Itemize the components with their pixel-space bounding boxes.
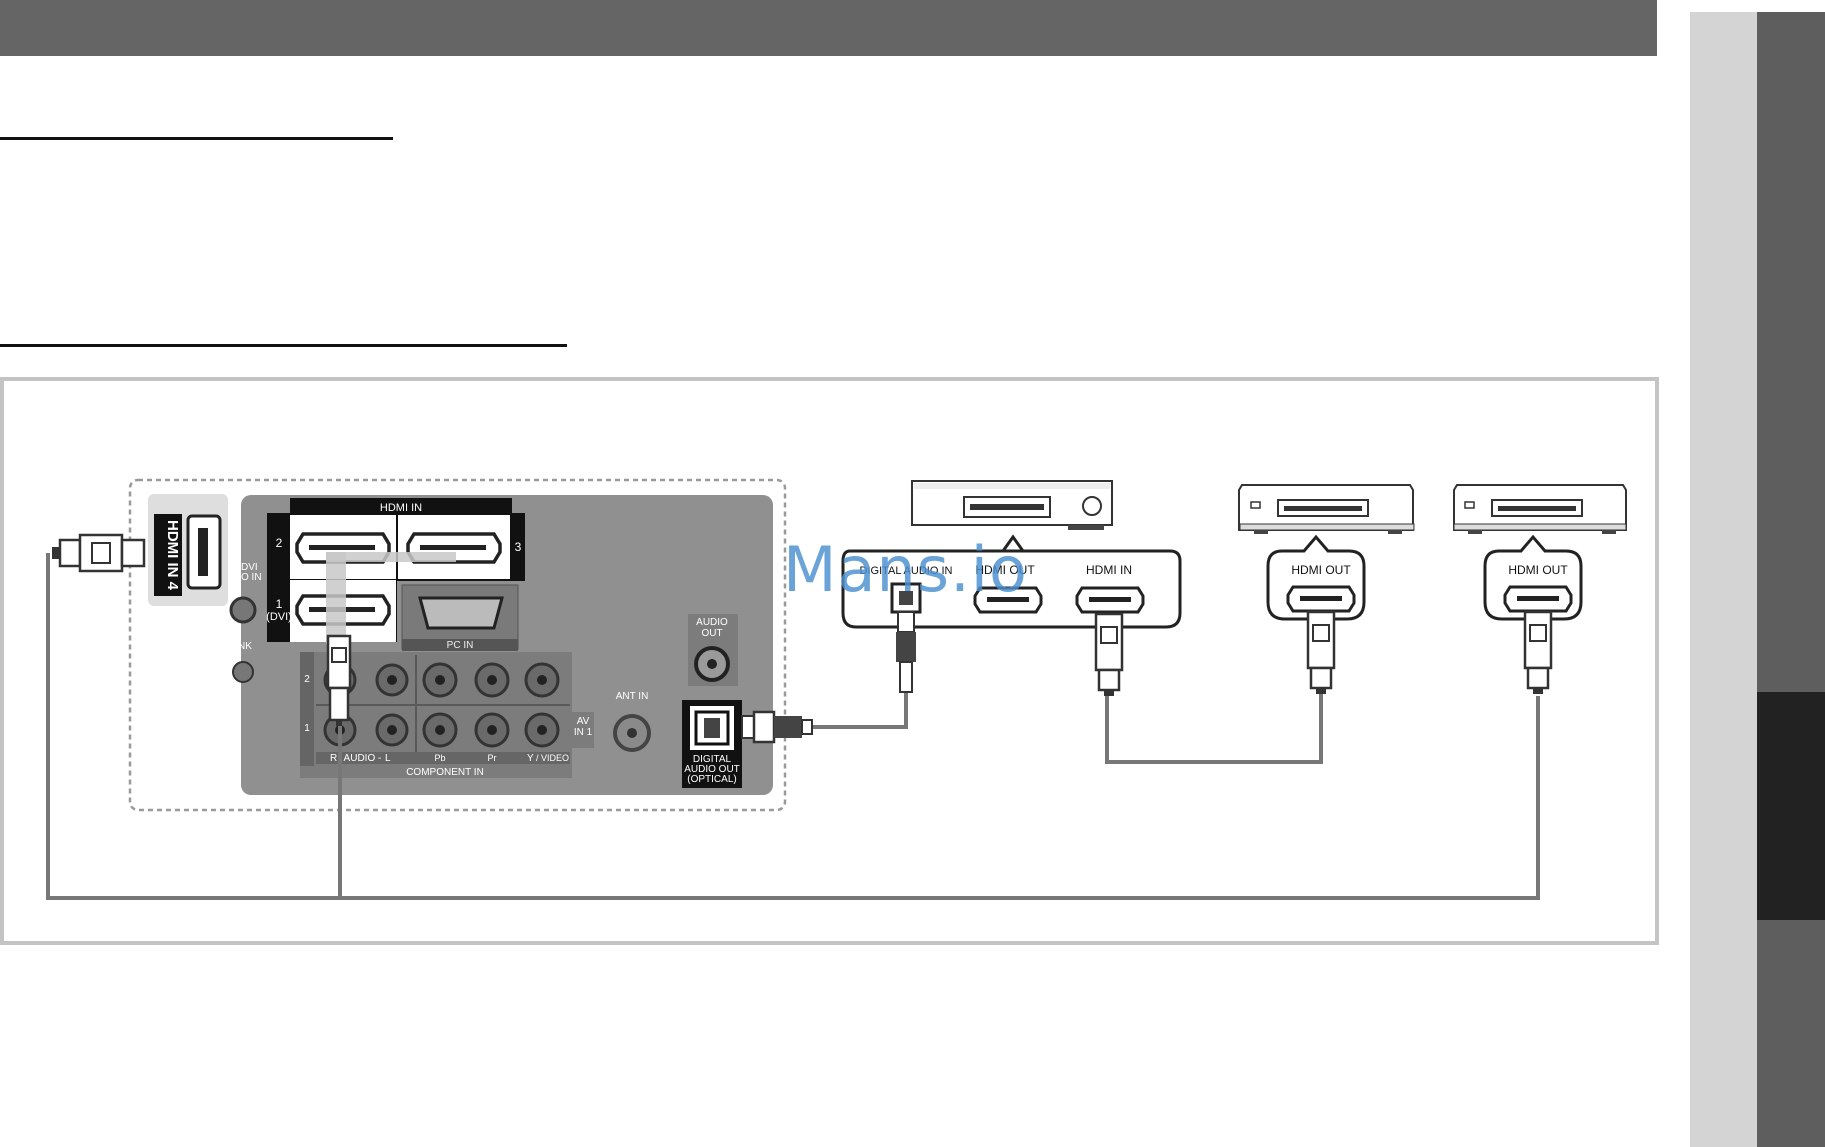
hdmi-plug [1094,612,1124,696]
cable-highlight [326,552,346,644]
diagram-canvas: HDMI IN 4 HDMI IN 2 3 1 (DVI) DVI O IN N… [46,478,1627,900]
hdmi-plug [1523,610,1553,694]
optical-plug [896,611,916,693]
cable-highlight [326,552,456,562]
receiver-callout [841,534,1182,629]
hdmi-port-3-label: 3 [515,540,522,554]
device-3-callout [1483,534,1583,621]
ex-link-jack [232,661,254,683]
optical-in-slot [899,591,913,605]
av-receiver [911,480,1113,530]
digital-audio-out-label: DIGITAL [693,754,732,765]
connection-diagram: HDMI IN 4 HDMI IN 2 3 1 (DVI) DVI O IN N… [0,377,1659,945]
y-label: Y [527,753,534,764]
blu-ray-player [1238,484,1415,534]
hdmi-port-slot [420,545,486,550]
header-bar [0,0,1657,56]
audio-label: - AUDIO - [338,753,381,764]
hdmi-port-shape [1503,585,1573,613]
pc-in-label: PC IN [447,640,474,651]
hdmi-port-slot [198,528,208,576]
component-label-bar [316,752,570,764]
ex-link-label: NK [238,641,252,652]
component-row-labels [300,652,314,766]
digital-audio-in-label: DIGITAL AUDIO IN [860,565,953,577]
video-label: / VIDEO [536,753,569,763]
hdmi-in-4-label-box [154,514,182,596]
blu-ray-player [1453,484,1627,534]
audio-l-label: L [385,753,391,764]
ant-in-center [627,728,637,738]
pc-in-label-bar [402,639,518,651]
section-divider [0,344,567,347]
hdmi-in-4-label: HDMI IN 4 [164,520,181,591]
optical-plug [741,710,813,744]
dvi-audio-in-label: O IN [241,572,262,583]
device-2-callout [1266,534,1366,621]
dvi-audio-jack [229,596,257,624]
side-tab [1757,12,1825,1147]
hdmi-plug [326,634,352,726]
av-in-1-label: IN 1 [574,727,593,738]
av-in-1-label: AV [577,716,590,727]
component-in-label: COMPONENT IN [406,767,484,778]
hdmi-port-slot [1300,596,1342,601]
device-2-hdmi-out-label: HDMI OUT [1291,563,1351,577]
dvi-audio-in-label: DVI [241,562,258,573]
pb-label: Pb [434,753,445,763]
receiver-hdmi-in-label: HDMI IN [1086,563,1132,577]
hdmi-port-shape [406,532,502,564]
pr-label: Pr [488,753,497,763]
hdmi-port-2-label: 2 [276,536,283,550]
hdmi-in-header [290,498,512,515]
cables [46,553,1540,900]
audio-out-label: AUDIO [696,617,728,628]
device-3-hdmi-out-label: HDMI OUT [1508,563,1568,577]
ant-in-label: ANT IN [616,691,649,702]
audio-r-label: R [330,753,337,764]
hdmi-port-shape [973,586,1043,614]
vga-port [418,596,504,630]
watermark: Mans.io [783,533,1028,606]
component-row-1-label: 1 [304,723,310,734]
hdmi-in-label: HDMI IN [380,502,422,514]
section-divider [0,137,393,140]
audio-out-center [707,659,717,669]
hdmi-plug [1306,610,1336,694]
component-row-2-label: 2 [304,674,310,685]
hdmi-port-1-label: 1 [276,597,283,611]
panel-outline [128,478,787,812]
hdmi-port-slot [309,545,375,550]
side-tab-active [1757,692,1825,920]
hdmi-port-slot [987,597,1029,602]
audio-out-label: OUT [701,628,722,639]
hdmi-port-1-dvi-label: (DVI) [266,611,292,623]
av-in-label-bg [572,712,594,748]
digital-audio-out-label: (OPTICAL) [687,774,736,785]
hdmi-port-shape [1075,586,1145,614]
hdmi-port-slot [1517,596,1559,601]
hdmi-port-shape [1286,585,1356,613]
side-tab [1690,12,1757,1147]
hdmi-port-shape [295,594,391,626]
receiver-hdmi-out-label: HDMI OUT [975,563,1035,577]
digital-audio-out-label: AUDIO OUT [684,764,740,775]
hdmi-port-slot [1089,597,1131,602]
hdmi-plug [52,533,146,573]
optical-out-port-slot [704,718,720,738]
